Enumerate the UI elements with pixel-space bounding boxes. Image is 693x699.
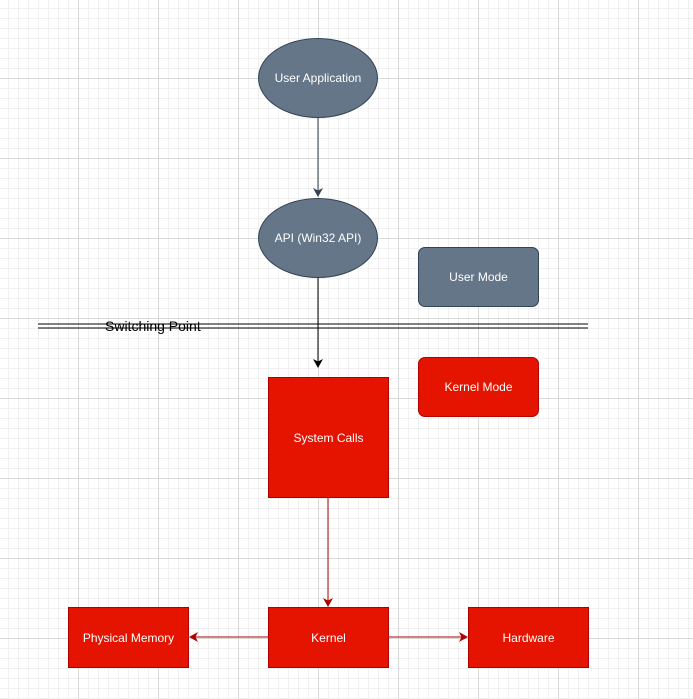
api-node: API (Win32 API) bbox=[258, 198, 378, 278]
hardware-node: Hardware bbox=[468, 607, 589, 668]
user-mode-label: User Mode bbox=[449, 270, 508, 284]
user-mode-legend: User Mode bbox=[418, 247, 539, 307]
system-calls-node: System Calls bbox=[268, 377, 389, 498]
physical-memory-node: Physical Memory bbox=[68, 607, 189, 668]
user-application-label: User Application bbox=[274, 71, 362, 85]
user-application-node: User Application bbox=[258, 38, 378, 118]
kernel-node: Kernel bbox=[268, 607, 389, 668]
switching-point-label: Switching Point bbox=[105, 318, 201, 334]
hardware-label: Hardware bbox=[502, 630, 555, 645]
system-calls-label: System Calls bbox=[293, 430, 364, 445]
switching-point-line bbox=[38, 323, 588, 329]
api-label: API (Win32 API) bbox=[274, 231, 362, 245]
kernel-mode-label: Kernel Mode bbox=[444, 380, 513, 394]
kernel-label: Kernel bbox=[311, 630, 346, 645]
physical-memory-label: Physical Memory bbox=[82, 630, 175, 645]
kernel-mode-legend: Kernel Mode bbox=[418, 357, 539, 417]
